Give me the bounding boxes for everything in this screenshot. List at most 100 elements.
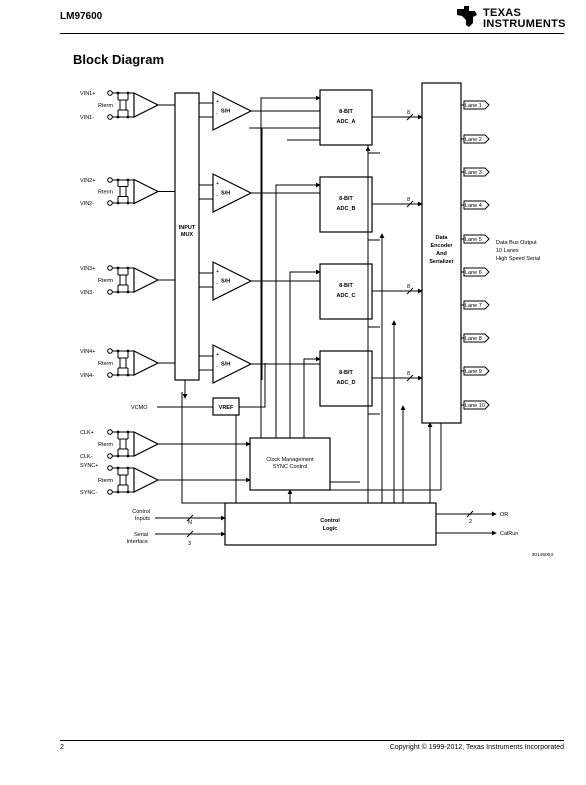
input-1-neg-label: VIN1- <box>80 115 94 121</box>
lane-10-arrow <box>463 400 490 410</box>
input-1-pos-label: VIN1+ <box>80 91 95 97</box>
control-logic-label2: Logic <box>323 526 338 532</box>
adc-a-label1: 8-BIT <box>339 109 353 115</box>
ti-logo-icon <box>457 6 477 27</box>
lane-5-label: Lane 5 <box>465 237 482 243</box>
input-3-pos-label: VIN3+ <box>80 266 95 272</box>
clk-pos-label: CLK+ <box>80 430 94 436</box>
sh-amp-3 <box>212 261 253 301</box>
lane-4-label: Lane 4 <box>465 203 482 209</box>
data-bus-note-3: High Speed Serial <box>496 256 540 262</box>
lane-4-arrow <box>463 200 490 210</box>
figure-id: 30145003 <box>532 552 554 558</box>
rterm-clk <box>119 438 127 450</box>
lane-3-label: Lane 3 <box>465 170 482 176</box>
lane-2-label: Lane 2 <box>465 137 482 143</box>
header-rule <box>60 33 564 34</box>
sync-neg-terminal <box>107 489 113 495</box>
adc-3-ctrl <box>367 319 380 328</box>
rterm-1 <box>119 99 127 111</box>
input-2-pos-terminal <box>107 177 113 183</box>
adc-4-bus-width: 8 <box>407 371 410 377</box>
page-title: Block Diagram <box>73 52 165 67</box>
adc-b-block <box>319 176 373 233</box>
adc-c-label1: 8-BIT <box>339 283 353 289</box>
logo-text-instruments: INSTRUMENTS <box>483 18 566 30</box>
bus-slash <box>406 200 414 208</box>
ti-logo: TEXAS INSTRUMENTS <box>455 3 567 30</box>
rterm-2 <box>119 186 127 197</box>
rterm-sync-label: Rterm <box>98 478 113 484</box>
sh-amp-4 <box>212 344 253 384</box>
adc-d-block <box>319 350 373 407</box>
sh-4-minus: - <box>216 364 218 370</box>
sync-pos-terminal <box>107 465 113 471</box>
clock-mgmt-label1: Clock Management <box>266 457 314 463</box>
sh-2-label: S/H <box>221 191 230 197</box>
input-3-neg-terminal <box>107 289 113 295</box>
clk-to-adc-2 <box>275 182 321 401</box>
lane-10-label: Lane 10 <box>465 403 485 409</box>
adc-b-label1: 8-BIT <box>339 196 353 202</box>
sh-2-minus: - <box>216 193 218 199</box>
sh-1-label: S/H <box>221 109 230 115</box>
adc-c-block <box>319 263 373 320</box>
lane-2-arrow <box>463 134 490 144</box>
lane-7-arrow <box>463 300 490 310</box>
lane-5-arrow <box>463 234 490 244</box>
input-4-pos-label: VIN4+ <box>80 349 95 355</box>
lane-7-label: Lane 7 <box>465 303 482 309</box>
lane-8-arrow <box>463 333 490 343</box>
sh-4-label: S/H <box>221 362 230 368</box>
serial-bus-width: 3 <box>188 541 191 547</box>
rterm-4 <box>119 357 127 369</box>
adc-2-bus-width: 8 <box>407 197 410 203</box>
rterm-3-label: Rterm <box>98 278 113 284</box>
control-logic-label1: Control <box>320 518 340 524</box>
rterm-2-label: Rterm <box>98 190 113 196</box>
input-mux-label-2: MUX <box>181 232 194 238</box>
adc-c-label2: ADC_C <box>337 293 356 299</box>
adc-b-label2: ADC_B <box>337 206 356 212</box>
rterm-3 <box>119 274 127 286</box>
sync-neg-label: SYNC- <box>80 490 97 496</box>
sh-1-plus: + <box>216 99 219 105</box>
input-2-neg-label: VIN2- <box>80 201 94 207</box>
sh-3-minus: - <box>216 281 218 287</box>
lane-8-label: Lane 8 <box>465 336 482 342</box>
vref-wire <box>239 363 266 408</box>
input-4-neg-terminal <box>107 372 113 378</box>
adc-3-bus-width: 8 <box>407 284 410 290</box>
clock-mgmt-label2: SYNC Control <box>273 464 308 470</box>
input-3-neg-label: VIN3- <box>80 290 94 296</box>
part-number: LM97600 <box>60 11 103 22</box>
input-buffer-2 <box>133 178 160 205</box>
data-bus-note-2: 10 Lanes <box>496 248 519 254</box>
sh-4-plus: + <box>216 352 219 358</box>
adc-a-block <box>319 89 373 146</box>
vcmo-label: VCMO <box>131 405 148 411</box>
serializer-label-4: Serializer <box>429 259 454 265</box>
lane-6-label: Lane 6 <box>465 270 482 276</box>
input-2-pos-label: VIN2+ <box>80 178 95 184</box>
sync-pos-label: SYNC+ <box>80 463 99 469</box>
input-1-pos-terminal <box>107 90 113 96</box>
control-logic-block <box>224 502 437 546</box>
clk-buffer <box>133 431 160 457</box>
serial-interface-label2: Interface <box>127 539 148 545</box>
bus-slash <box>406 287 414 295</box>
adc-1-bus-width: 8 <box>407 110 410 116</box>
sh-3-label: S/H <box>221 279 230 285</box>
data-bus-note-1: Data Bus Output <box>496 240 537 246</box>
lane-9-label: Lane 9 <box>465 369 482 375</box>
copyright: Copyright © 1999-2012, Texas Instruments… <box>389 744 564 751</box>
lane-9-arrow <box>463 366 490 376</box>
clk-to-adc-1 <box>260 95 321 401</box>
sync-buffer <box>133 467 160 493</box>
sh-1-minus: - <box>216 111 218 117</box>
control-inputs-bus-width: N <box>188 520 192 526</box>
mux-ctrl <box>181 392 225 504</box>
bus-slash <box>186 514 194 522</box>
clk-neg-terminal <box>107 453 113 459</box>
input-3-pos-terminal <box>107 265 113 271</box>
